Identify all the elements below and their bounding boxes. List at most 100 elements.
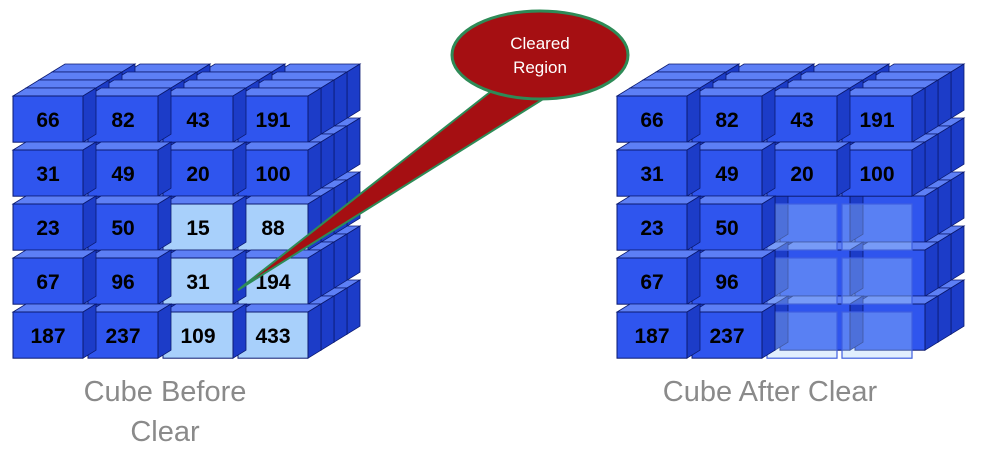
cell-top-face bbox=[236, 87, 323, 97]
cell-top-face bbox=[37, 71, 124, 81]
cell-top-face bbox=[11, 303, 98, 313]
cell-side-face bbox=[157, 195, 172, 251]
cell-value: 23 bbox=[640, 217, 663, 240]
cell-value: 194 bbox=[255, 271, 290, 294]
cell-side-face bbox=[686, 87, 701, 143]
cell-top-face bbox=[174, 79, 261, 89]
cell-side-face bbox=[924, 133, 939, 189]
cube-cell bbox=[691, 311, 763, 359]
cell-value: 109 bbox=[180, 325, 215, 348]
cube-before-caption-line1: Cube Before bbox=[83, 376, 247, 408]
cell-value: 50 bbox=[111, 217, 134, 240]
cube-before-caption-line2: Clear bbox=[130, 416, 200, 448]
cell-top-face bbox=[161, 141, 248, 151]
cell-top-face bbox=[50, 63, 137, 73]
cell-side-face bbox=[333, 125, 348, 181]
cell-top-face bbox=[615, 195, 702, 205]
cell-top-face bbox=[11, 87, 98, 97]
cell-side-face bbox=[157, 303, 172, 359]
cell-top-face bbox=[703, 79, 790, 89]
callout-bubble bbox=[450, 9, 630, 101]
cell-value: 50 bbox=[715, 217, 738, 240]
cell-top-face bbox=[86, 195, 173, 205]
cell-side-face bbox=[924, 79, 939, 135]
cell-value: 237 bbox=[709, 325, 744, 348]
cell-side-face bbox=[82, 303, 97, 359]
cube-cell bbox=[87, 257, 159, 305]
cleared-cell bbox=[766, 203, 838, 251]
cell-value: 100 bbox=[255, 163, 290, 186]
cell-side-face bbox=[320, 295, 335, 351]
cleared-cell bbox=[841, 311, 913, 359]
cell-side-face bbox=[836, 87, 851, 143]
cube-cell bbox=[87, 311, 159, 359]
callout-text-line2: Region bbox=[513, 58, 567, 77]
cube-cell bbox=[87, 149, 159, 197]
cube-cell bbox=[12, 149, 84, 197]
cell-top-face bbox=[840, 87, 927, 97]
cell-value: 88 bbox=[261, 217, 285, 240]
cell-top-face bbox=[161, 87, 248, 97]
cell-side-face bbox=[333, 71, 348, 127]
cell-side-face bbox=[937, 287, 952, 343]
cell-side-face bbox=[320, 79, 335, 135]
cell-value: 66 bbox=[36, 109, 59, 132]
cell-value: 31 bbox=[640, 163, 664, 186]
cell-top-face bbox=[24, 79, 111, 89]
cell-top-face bbox=[729, 63, 816, 73]
cell-top-face bbox=[778, 79, 865, 89]
cell-side-face bbox=[320, 241, 335, 297]
cell-side-face bbox=[937, 233, 952, 289]
cell-value: 67 bbox=[36, 271, 59, 294]
cell-side-face bbox=[307, 249, 322, 305]
cube-cell bbox=[616, 149, 688, 197]
cell-side-face bbox=[924, 295, 939, 351]
cell-value: 433 bbox=[255, 325, 290, 348]
cube-cell bbox=[237, 149, 309, 197]
cell-side-face bbox=[346, 117, 361, 173]
cell-side-face bbox=[82, 195, 97, 251]
cell-value: 31 bbox=[186, 271, 210, 294]
cell-top-face bbox=[161, 303, 248, 313]
cube-cell bbox=[841, 95, 913, 143]
cell-side-face bbox=[157, 87, 172, 143]
cube-cell bbox=[12, 257, 84, 305]
cube-after-caption: Cube After Clear bbox=[662, 376, 878, 408]
cell-top-face bbox=[690, 141, 777, 151]
cell-top-face bbox=[804, 63, 891, 73]
cell-side-face bbox=[157, 249, 172, 305]
cell-side-face bbox=[82, 141, 97, 197]
cell-top-face bbox=[236, 303, 323, 313]
cell-side-face bbox=[950, 171, 965, 227]
cell-top-face bbox=[765, 87, 852, 97]
cell-top-face bbox=[249, 79, 336, 89]
cell-top-face bbox=[11, 249, 98, 259]
cell-top-face bbox=[11, 195, 98, 205]
cell-side-face bbox=[333, 233, 348, 289]
cell-top-face bbox=[200, 63, 287, 73]
cube-cell bbox=[616, 257, 688, 305]
cell-value: 20 bbox=[790, 163, 813, 186]
cell-side-face bbox=[924, 187, 939, 243]
cell-side-face bbox=[761, 141, 776, 197]
cell-side-face bbox=[232, 249, 247, 305]
cell-value: 66 bbox=[640, 109, 663, 132]
cell-side-face bbox=[761, 195, 776, 251]
cleared-cell bbox=[841, 203, 913, 251]
cell-side-face bbox=[307, 141, 322, 197]
cell-value: 43 bbox=[186, 109, 209, 132]
cell-value: 49 bbox=[111, 163, 134, 186]
cell-value: 237 bbox=[105, 325, 140, 348]
cell-top-face bbox=[690, 87, 777, 97]
cleared-cell bbox=[841, 257, 913, 305]
cell-value: 191 bbox=[859, 109, 894, 132]
cell-side-face bbox=[157, 141, 172, 197]
cell-top-face bbox=[262, 71, 349, 81]
cleared-region-callout: Cleared Region bbox=[237, 9, 630, 291]
cell-side-face bbox=[950, 63, 965, 119]
cell-top-face bbox=[615, 141, 702, 151]
cell-side-face bbox=[232, 141, 247, 197]
cell-top-face bbox=[853, 79, 940, 89]
